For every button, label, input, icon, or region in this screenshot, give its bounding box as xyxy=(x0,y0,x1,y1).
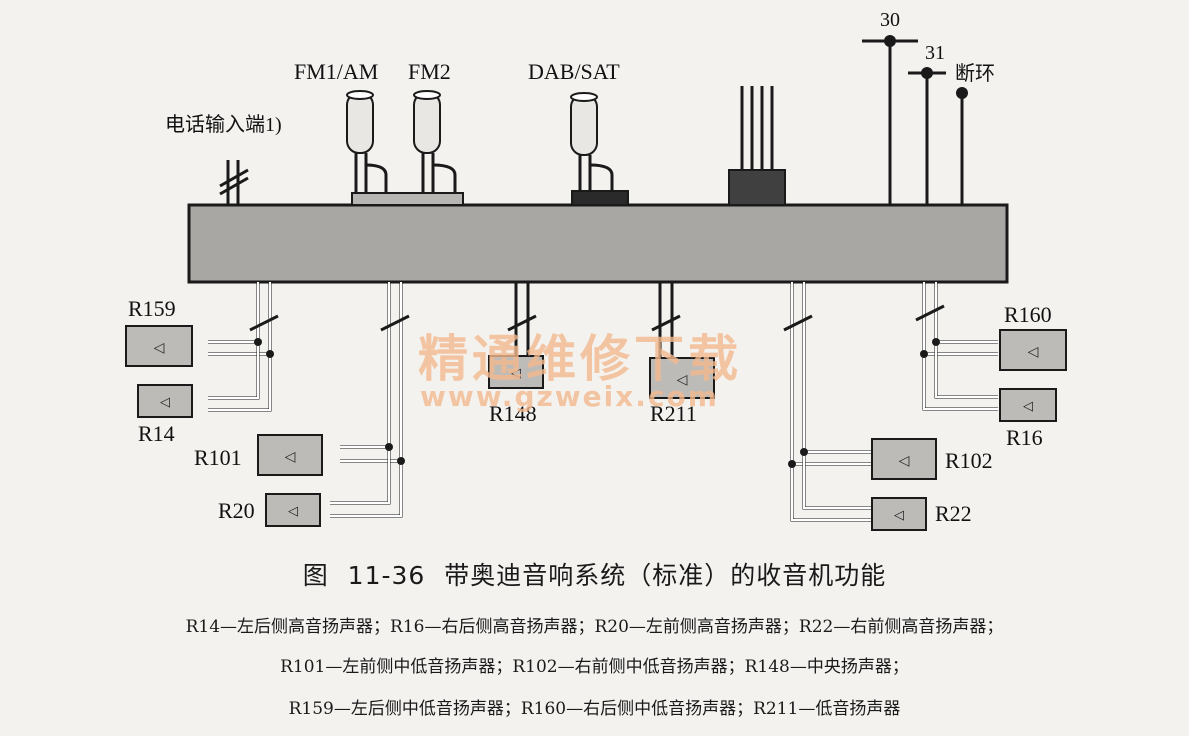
legend-line-1: R14—左后侧高音扬声器；R16—右后侧高音扬声器；R20—左前侧高音扬声器；R… xyxy=(185,617,1004,637)
terminal-31-label: 31 xyxy=(925,42,945,64)
watermark-url: www.gzweix.com xyxy=(420,380,719,413)
speaker-label-r20: R20 xyxy=(218,498,255,523)
speaker-label-r101: R101 xyxy=(194,445,242,470)
terminal-30-label: 30 xyxy=(880,9,900,31)
terminal-duanhuan xyxy=(956,87,968,205)
wiring-rear-right xyxy=(915,282,998,411)
fm2-label: FM2 xyxy=(408,59,451,84)
dab-connector-plate xyxy=(571,190,629,206)
speaker-icon: ◁ xyxy=(894,508,904,523)
speaker-r20 xyxy=(265,493,321,527)
speaker-icon: ◁ xyxy=(1028,344,1039,360)
wiring-subwoofer xyxy=(651,282,681,358)
wiring-rear-left xyxy=(208,282,279,412)
speaker-r159 xyxy=(125,325,193,367)
speaker-r14 xyxy=(137,384,193,418)
speaker-r101 xyxy=(257,434,323,476)
wiring-front-right xyxy=(783,282,872,522)
speaker-icon: ◁ xyxy=(899,453,910,469)
speaker-r160 xyxy=(999,329,1067,371)
speaker-label-r16: R16 xyxy=(1006,425,1043,450)
speaker-icon: ◁ xyxy=(160,395,170,410)
speaker-icon: ◁ xyxy=(511,366,521,381)
antenna-fm1am xyxy=(346,90,388,193)
speaker-label-r148: R148 xyxy=(489,401,537,426)
phone-input-label: 电话输入端1) xyxy=(165,113,282,136)
terminal-31 xyxy=(908,67,946,205)
radio-unit xyxy=(187,203,1009,284)
speaker-icon: ◁ xyxy=(285,449,296,465)
watermark-main: 精通维修下载 xyxy=(418,330,742,388)
speaker-r16 xyxy=(999,388,1057,422)
antenna-dab-sat xyxy=(570,92,614,191)
speaker-label-r160: R160 xyxy=(1004,302,1052,327)
speaker-label-r102: R102 xyxy=(945,448,993,473)
antenna-fm2 xyxy=(413,90,457,193)
legend-line-2: R101—左前侧中低音扬声器；R102—右前侧中低音扬声器；R148—中央扬声器… xyxy=(280,657,909,677)
fm1am-label: FM1/AM xyxy=(294,59,378,84)
dab-sat-label: DAB/SAT xyxy=(528,59,620,84)
legend-line-3: R159—左后侧中低音扬声器；R160—右后侧中低音扬声器；R211—低音扬声器 xyxy=(288,699,901,719)
terminal-duanhuan-label: 断环 xyxy=(955,62,995,85)
speaker-r102 xyxy=(871,438,937,480)
speaker-label-r14: R14 xyxy=(138,421,175,446)
speaker-r22 xyxy=(871,497,927,531)
fm-connector-plate xyxy=(351,192,464,206)
speaker-icon: ◁ xyxy=(288,504,298,519)
speaker-r211 xyxy=(649,357,715,399)
wiring-front-left xyxy=(330,282,410,518)
figure-caption: 图 11-36 带奥迪音响系统（标准）的收音机功能 xyxy=(302,561,887,590)
black-connector-block xyxy=(728,169,786,206)
speaker-label-r22: R22 xyxy=(935,501,972,526)
terminal-30 xyxy=(862,35,918,205)
radio-wiring-diagram: 电话输入端1) FM1/AM FM2 DAB/SAT 30 31 断环 ◁ ◁ … xyxy=(125,9,1067,531)
speaker-label-r211: R211 xyxy=(650,401,697,426)
speaker-icon: ◁ xyxy=(677,372,688,388)
speaker-label-r159: R159 xyxy=(128,296,176,321)
speaker-icon: ◁ xyxy=(154,340,165,356)
phone-input-wires xyxy=(219,160,249,205)
speaker-r148 xyxy=(488,355,544,389)
speaker-icon: ◁ xyxy=(1023,399,1033,414)
wiring-center xyxy=(507,282,537,356)
